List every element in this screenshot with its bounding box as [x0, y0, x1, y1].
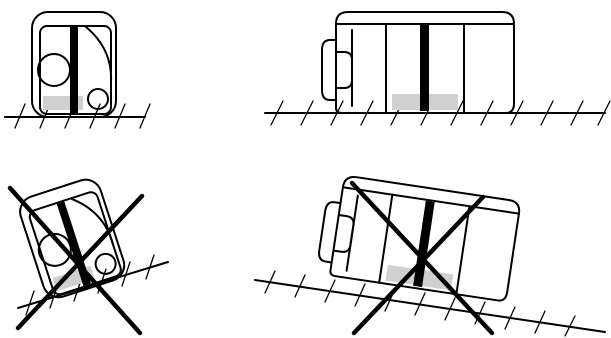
upright-end-view [4, 11, 151, 129]
device-body [318, 175, 521, 302]
sloped-ground-hatch [254, 270, 606, 337]
upright-side-view [264, 11, 611, 126]
device-body [31, 11, 117, 118]
tilted-end-view [7, 178, 169, 336]
prohibited-x-icon [7, 185, 145, 336]
center-bar [56, 201, 91, 286]
device-body [19, 178, 126, 299]
tilted-side-view [254, 175, 606, 337]
center-bar [420, 25, 429, 111]
center-bar [70, 27, 78, 113]
device-body [321, 11, 515, 114]
prohibited-x-icon [349, 180, 495, 336]
